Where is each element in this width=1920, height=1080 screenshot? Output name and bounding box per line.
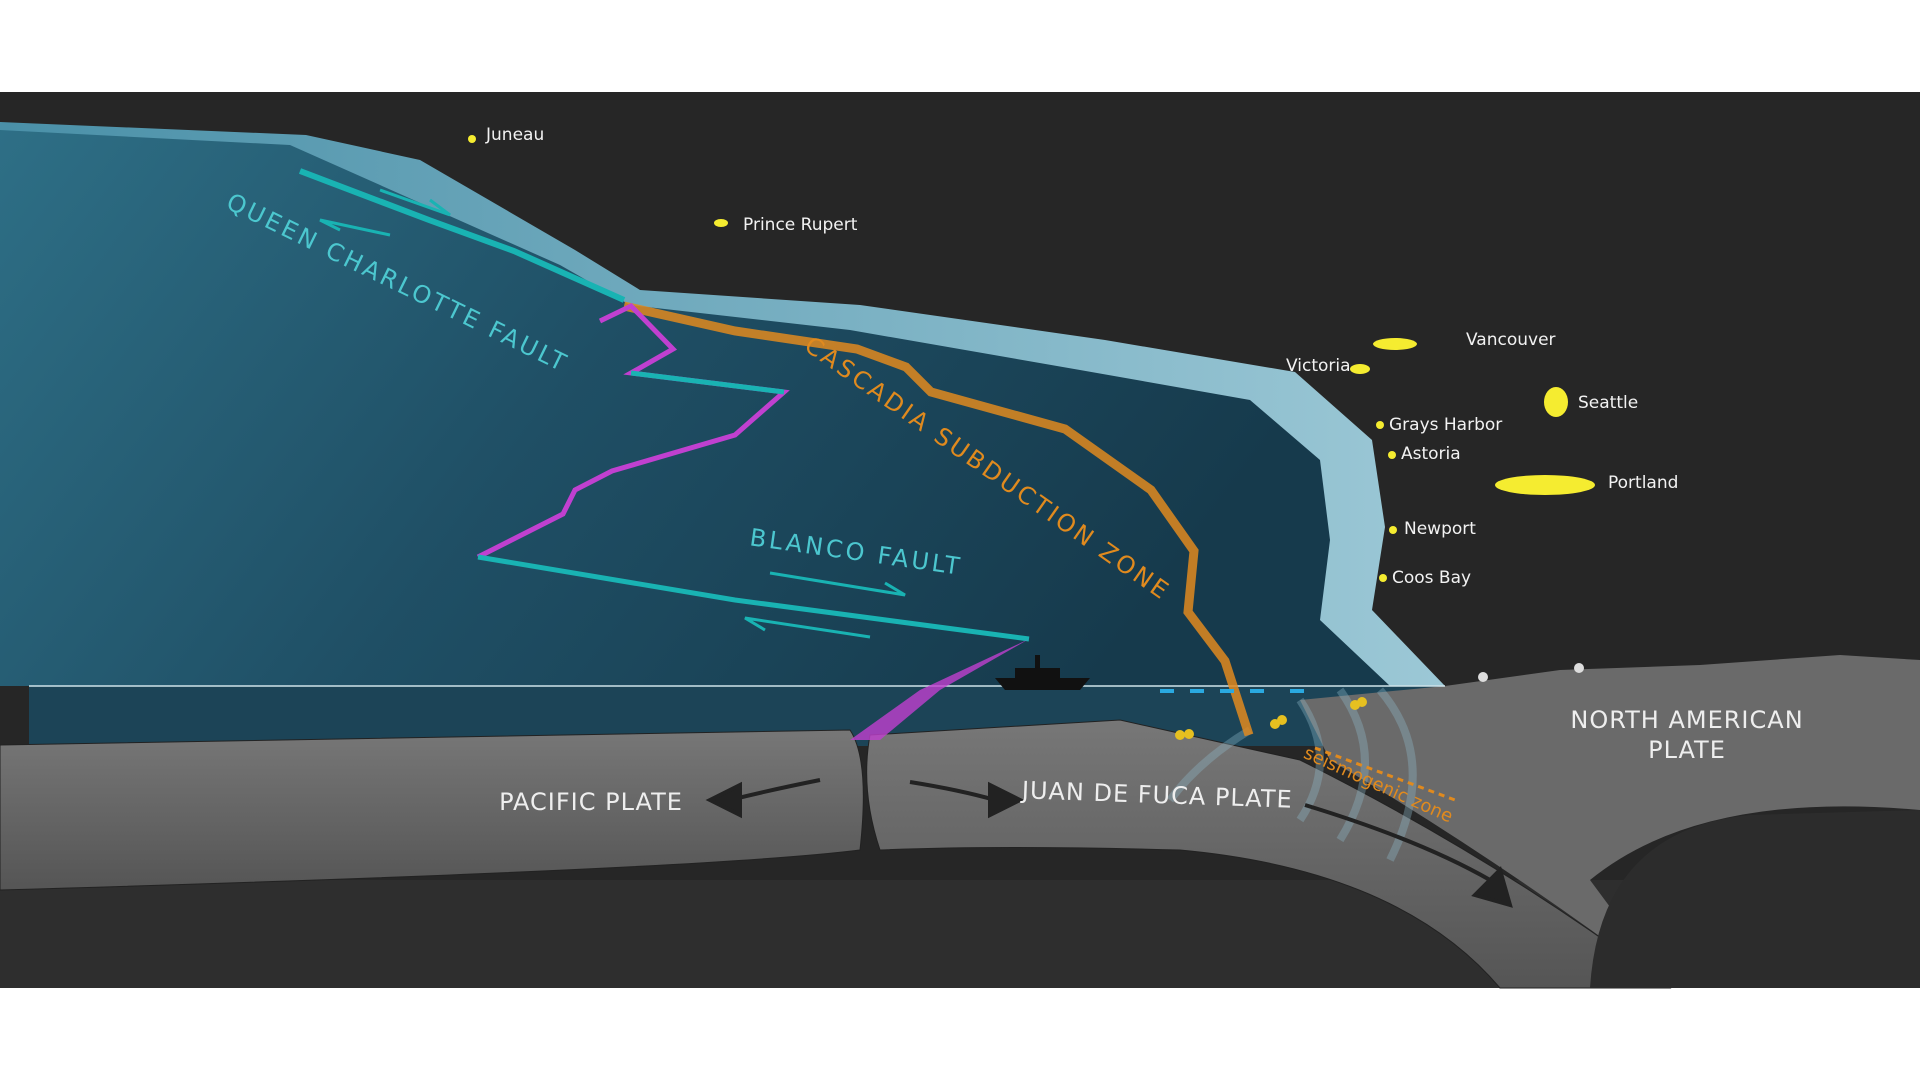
- north-american-plate-label-1: NORTH AMERICAN: [1570, 706, 1803, 734]
- seismogenic-zone-line: [1314, 746, 1456, 802]
- earthquake-markers: [1175, 697, 1367, 740]
- pacific-plate-section: [0, 729, 864, 891]
- city-label-vancouver: Vancouver: [1466, 330, 1556, 350]
- juan-de-fuca-plate-section: [866, 719, 1672, 989]
- pacific-plate-label: PACIFIC PLATE: [499, 788, 683, 816]
- queen-charlotte-fault-line: [298, 168, 626, 303]
- blanco-fault-line: [630, 370, 785, 395]
- city-label-victoria: Victoria: [1286, 356, 1351, 376]
- mantle-wedge: [1590, 810, 1920, 988]
- fault-motion-arrows: [319, 188, 906, 639]
- city-label-prince-rupert: Prince Rupert: [743, 215, 858, 235]
- plate-motion-arrows: [705, 778, 1513, 908]
- city-label-newport: Newport: [1404, 519, 1476, 539]
- cascadia-subduction-line: [623, 301, 1254, 737]
- city-label-seattle: Seattle: [1578, 393, 1638, 413]
- gps-stations: [1478, 663, 1584, 682]
- city-label-grays-harbor: Grays Harbor: [1389, 415, 1502, 435]
- ocean: [0, 130, 1390, 686]
- north-american-plate-section: [1300, 655, 1920, 988]
- city-label-astoria: Astoria: [1401, 444, 1461, 464]
- research-ship-icon: [995, 655, 1090, 690]
- blanco-fault-line-main: [477, 554, 1030, 642]
- city-label-portland: Portland: [1608, 473, 1678, 493]
- seafloor-sensors: [1160, 689, 1304, 693]
- city-markers: [468, 135, 1595, 582]
- city-label-coos-bay: Coos Bay: [1392, 568, 1471, 588]
- city-label-juneau: Juneau: [485, 125, 544, 145]
- north-american-plate-label-2: PLATE: [1648, 736, 1726, 764]
- juan-de-fuca-ridge: [476, 302, 790, 560]
- ridge-cross-section: [850, 639, 1029, 740]
